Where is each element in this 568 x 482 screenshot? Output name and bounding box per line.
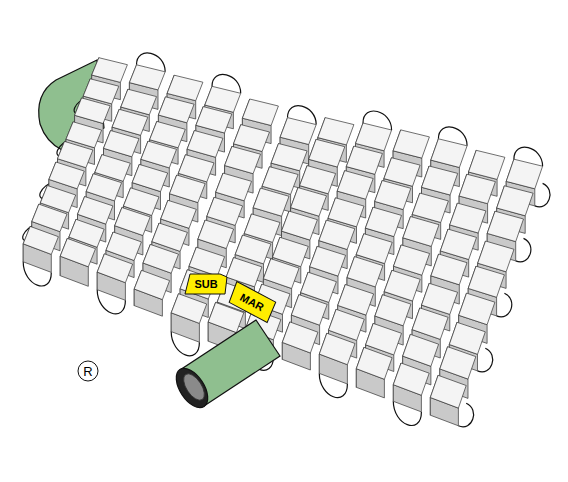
cell-block bbox=[60, 238, 95, 286]
cell-block bbox=[356, 347, 392, 398]
cell-block bbox=[430, 375, 466, 426]
tag-text: SUB bbox=[194, 279, 217, 290]
cell-block bbox=[393, 363, 429, 412]
vessel-tube bbox=[170, 320, 280, 413]
cell-block bbox=[134, 270, 169, 316]
cell-block bbox=[171, 294, 207, 343]
cell-sheet bbox=[23, 58, 542, 426]
cell-block bbox=[319, 333, 355, 384]
cell-block bbox=[282, 322, 318, 370]
callout-letter: R bbox=[83, 365, 92, 378]
circle-marker: R bbox=[77, 360, 99, 382]
cell-block bbox=[97, 254, 132, 300]
cell-block bbox=[23, 226, 58, 272]
region-tag: SUB bbox=[184, 273, 228, 295]
cell-loops bbox=[23, 53, 550, 427]
